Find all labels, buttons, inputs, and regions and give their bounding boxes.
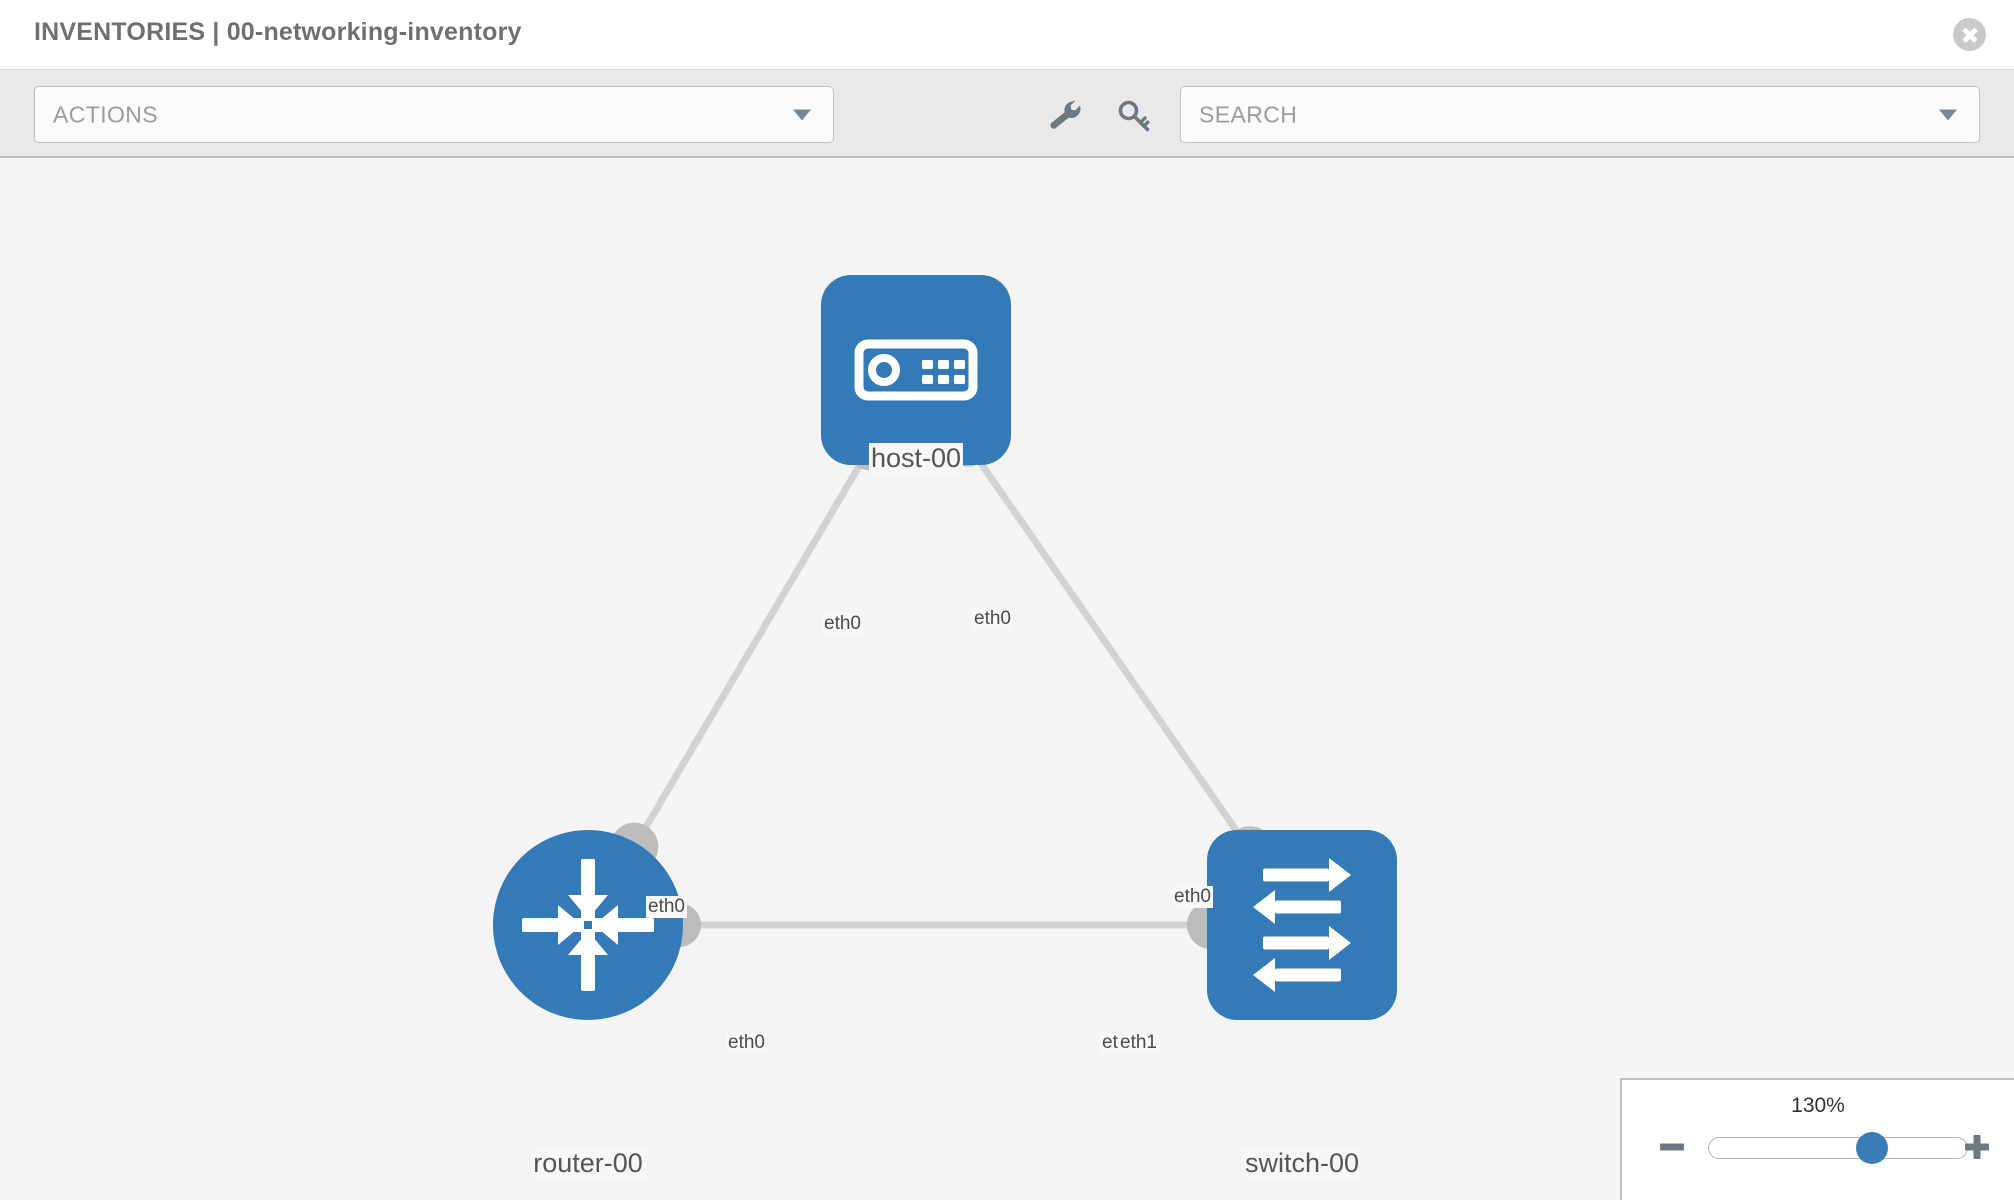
zoom-out-button[interactable] xyxy=(1657,1132,1687,1162)
interface-label-target-0: eth0 xyxy=(646,896,687,918)
interface-label-target-b-2: eth1 xyxy=(1118,1032,1159,1054)
topology-node-host-00[interactable] xyxy=(821,275,1011,465)
connectors-layer xyxy=(610,422,1275,949)
wrench-icon[interactable] xyxy=(1046,98,1082,132)
chevron-down-icon xyxy=(1939,109,1957,120)
close-icon[interactable] xyxy=(1953,18,1986,51)
chevron-down-icon xyxy=(793,109,811,120)
interface-label-target-1: eth0 xyxy=(1172,886,1213,908)
page-title: INVENTORIES | 00-networking-inventory xyxy=(34,18,522,46)
interface-label-source-2: eth0 xyxy=(726,1032,767,1054)
zoom-control-panel: 130% xyxy=(1620,1078,2014,1200)
search-placeholder: SEARCH xyxy=(1199,101,1298,127)
key-icon[interactable] xyxy=(1116,98,1152,132)
toolbar: ACTIONS SEARCH xyxy=(0,70,2014,158)
plus-icon-v xyxy=(1973,1135,1981,1159)
interface-label-source-0: eth0 xyxy=(822,613,863,635)
search-input[interactable]: SEARCH xyxy=(1180,86,1980,143)
topology-node-router-00[interactable] xyxy=(493,830,683,1020)
node-label-host-00: host-00 xyxy=(868,443,964,474)
zoom-level-value: 130% xyxy=(1791,1094,1845,1117)
page-header: INVENTORIES | 00-networking-inventory xyxy=(0,0,2014,70)
actions-dropdown[interactable]: ACTIONS xyxy=(34,86,834,143)
minus-icon xyxy=(1660,1143,1684,1151)
interface-label-source-1: eth0 xyxy=(972,608,1013,630)
node-label-router-00: router-00 xyxy=(531,1148,645,1179)
zoom-slider-thumb[interactable] xyxy=(1856,1132,1889,1164)
node-label-switch-00: switch-00 xyxy=(1242,1148,1362,1179)
topology-node-switch-00[interactable] xyxy=(1207,830,1397,1020)
topology-canvas[interactable]: host-00 router-00 switch-00 eth0 eth0 eth0 eth… xyxy=(0,158,2014,1200)
zoom-in-button[interactable] xyxy=(1962,1132,1992,1162)
actions-dropdown-label: ACTIONS xyxy=(53,101,159,127)
zoom-slider-track[interactable] xyxy=(1708,1137,1968,1159)
nodes-layer xyxy=(493,275,1397,1020)
topology-graph xyxy=(493,275,1397,1020)
